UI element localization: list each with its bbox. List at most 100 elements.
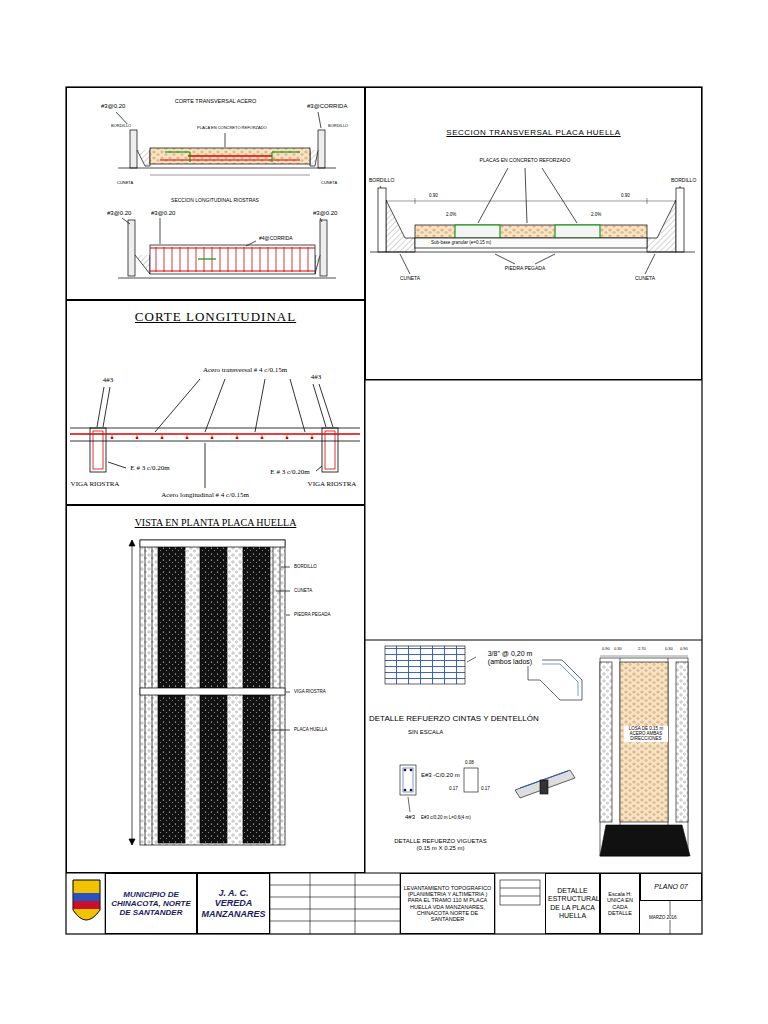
leader-line <box>495 254 515 264</box>
rebar-green <box>272 151 300 152</box>
gutter <box>315 255 320 274</box>
drawing-label: BORDILLO <box>368 178 395 184</box>
bar <box>410 789 412 791</box>
details <box>385 646 690 856</box>
drawing-label: E # 3 c/0.20m <box>129 464 170 472</box>
panel-title: CORTE LONGITUDINAL <box>67 310 364 325</box>
rebar-green <box>271 152 272 162</box>
drawing-label: BORDILLO <box>110 124 132 129</box>
rebar <box>532 664 578 696</box>
dimension-tick <box>647 198 648 204</box>
curb <box>378 188 386 252</box>
slab <box>620 662 668 822</box>
leader-line <box>319 384 333 427</box>
drawing-label: #4@CORRIDA <box>258 236 294 242</box>
leader-line <box>225 133 226 147</box>
beam-section <box>118 218 336 278</box>
plan-outline <box>140 540 285 845</box>
sub-base <box>415 238 647 248</box>
title-block-text: LEVANTAMIENTO TOPOGRAFICO (PLANIMETRIA Y… <box>403 885 492 923</box>
rebar <box>70 433 360 435</box>
curb <box>128 220 135 276</box>
leader-line <box>205 379 225 432</box>
panel-title: SECCION TRANSVERSAL PLACA HUELLA <box>366 128 701 137</box>
table-line <box>355 873 356 934</box>
shield <box>73 880 100 920</box>
drawing-label: E#3 c/0,20 m L=0,6(4 m) <box>420 815 472 820</box>
mesh <box>385 646 465 684</box>
block <box>540 780 548 794</box>
table-line <box>310 873 311 934</box>
drawing-panel: SECCION TRANSVERSAL PLACA HUELLA <box>365 87 702 380</box>
tie-beam <box>150 245 315 274</box>
beam <box>400 765 416 795</box>
drawing-label: SIN ESCALA <box>407 729 444 736</box>
shield-band <box>73 893 100 901</box>
drawing-label: 0.90 <box>601 647 611 652</box>
concrete-track <box>555 225 600 238</box>
table-line <box>270 921 400 922</box>
leader-line <box>155 379 200 432</box>
title-block-text: Escala H: UNICA EN CADA DETALLE <box>603 891 637 916</box>
drawing-label: #3@0.20 <box>106 210 132 217</box>
rebar <box>150 248 315 249</box>
leader-line <box>467 657 476 662</box>
plan-view <box>129 540 290 845</box>
dimension-line <box>386 201 676 202</box>
leader-line <box>535 254 555 264</box>
table-line <box>500 888 540 889</box>
drawing-label: DETALLE REFUERZO VIGUETAS (0.15 m X 0.25… <box>392 838 489 852</box>
leader-line <box>97 387 104 427</box>
drawing-label: #3@0.20 <box>312 210 338 217</box>
title-block-text: PLANO 07 <box>643 883 699 891</box>
leader-line <box>313 384 326 427</box>
leader-line <box>542 168 577 223</box>
drawing-label: 3/8" @ 0,20 m (ambos lados) <box>478 650 542 666</box>
leader-line <box>320 218 322 222</box>
dimension-box <box>464 768 478 792</box>
leader-line <box>318 112 321 128</box>
leader-line <box>316 466 322 471</box>
curb <box>130 130 137 168</box>
leader-line <box>286 615 290 616</box>
panel-title: VISTA EN PLANTA PLACA HUELLA <box>67 517 364 529</box>
drawing-label: LOSA DE 0.15 m ACERO AMBAS DIRECCIONES <box>624 726 668 742</box>
dimension-line <box>600 656 688 657</box>
drawing-label: 0.30 <box>613 647 623 652</box>
rebar <box>160 160 300 161</box>
drawing-label: 2.70 <box>637 647 647 652</box>
bar <box>404 769 406 771</box>
dentellon <box>515 770 575 798</box>
drawing-label: #3@0.20 <box>100 103 126 110</box>
gutter <box>386 200 415 252</box>
gutter <box>676 662 688 822</box>
title-block-cell: DETALLE ESTRUCTURAL DE LA PLACA HUELLA <box>545 873 600 934</box>
drawing-label: 2.0% <box>445 212 457 217</box>
table-line <box>270 897 400 898</box>
bar <box>410 769 412 771</box>
shield-band <box>73 901 100 909</box>
drawing-label: PLACA HUELLA <box>293 727 328 732</box>
drawing-label: 4#3 <box>102 376 115 384</box>
drawing-label: 0.17 <box>448 786 459 791</box>
leader-line <box>271 730 290 731</box>
gutter <box>600 662 612 822</box>
dimension-tick <box>415 198 416 204</box>
rebar-green <box>198 258 216 259</box>
drawing-label: 0.08 <box>464 760 475 765</box>
drawing-label: E#3 -C/0.20 m <box>420 772 461 779</box>
rebar <box>188 155 272 157</box>
leader-line <box>246 241 256 246</box>
drawing-label: 2.0% <box>590 212 602 217</box>
dimension-arrow <box>129 540 135 845</box>
gutter <box>137 150 150 166</box>
leader-line <box>103 387 110 427</box>
leader-line <box>286 692 290 693</box>
leader-line <box>255 379 265 432</box>
frame-line <box>365 640 702 641</box>
ground-line <box>370 252 695 253</box>
rebar-green <box>165 151 190 152</box>
cross-section <box>370 168 695 274</box>
